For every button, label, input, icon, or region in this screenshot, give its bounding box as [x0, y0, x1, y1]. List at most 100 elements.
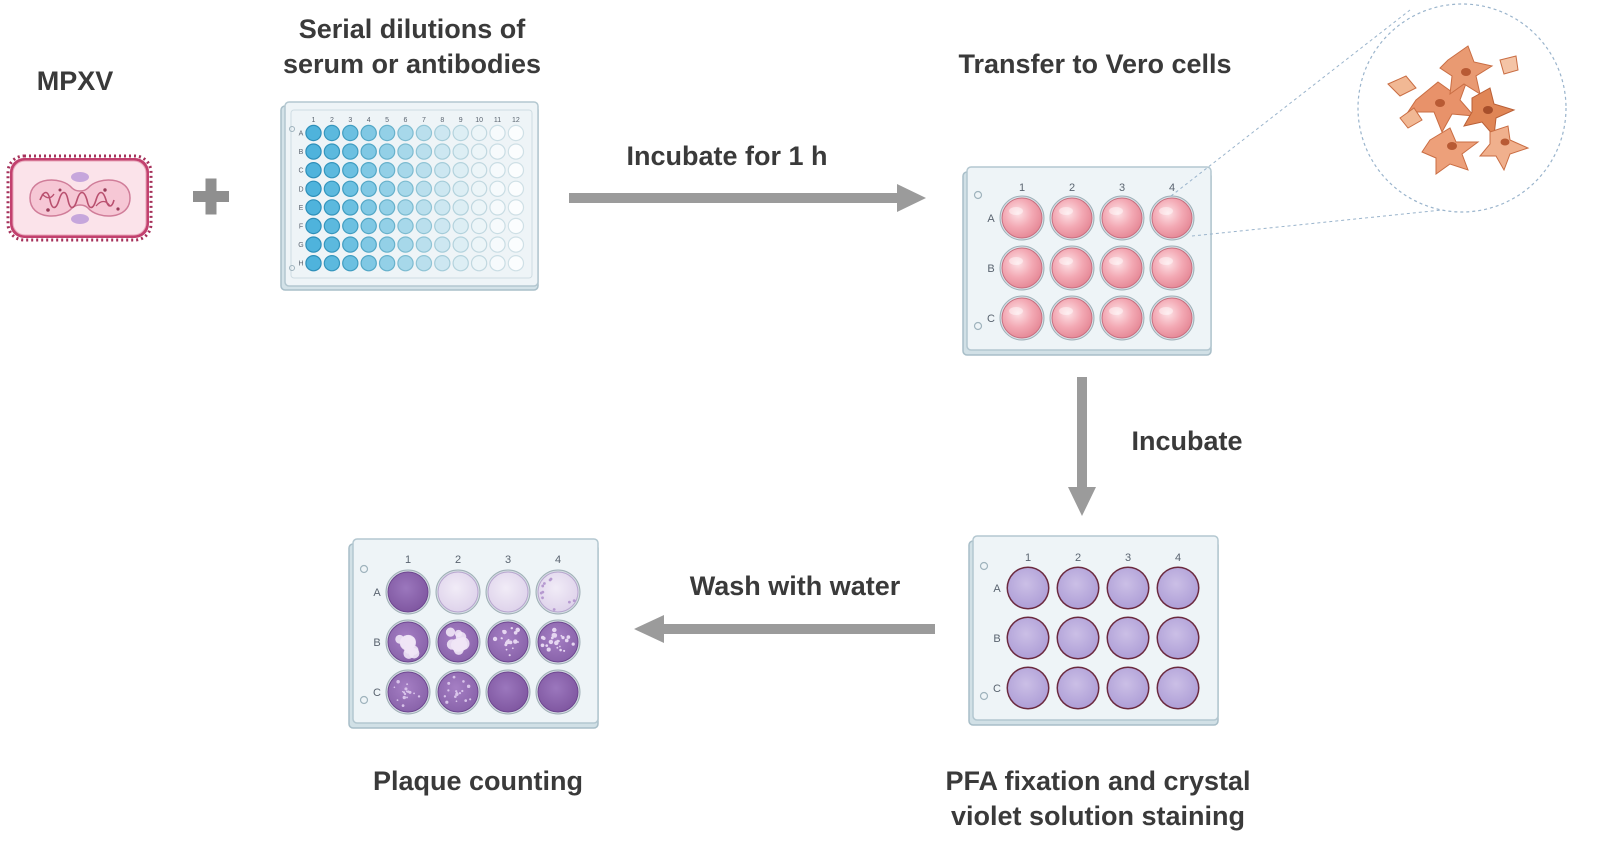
stained-well — [1006, 566, 1050, 610]
plate96-well — [323, 199, 341, 216]
plaque-well — [435, 619, 481, 665]
plate96-column-label: 11 — [494, 117, 501, 124]
plate96-well — [415, 180, 433, 197]
plate96-well — [305, 124, 322, 142]
plate96-well — [507, 161, 525, 179]
plate96-well — [507, 180, 525, 197]
plate96-well — [397, 236, 414, 253]
vero-well — [1049, 195, 1095, 241]
plate96-column-label: 4 — [367, 117, 371, 124]
plate96-row-label: A — [299, 131, 304, 138]
plaque-well — [485, 669, 531, 715]
plate96-well — [470, 161, 488, 179]
plate96-well — [434, 217, 451, 235]
vero-well — [1149, 245, 1195, 291]
plate96-well — [507, 217, 525, 235]
plate96-well — [305, 255, 322, 272]
plate96-well — [342, 255, 359, 272]
plate96-well — [434, 255, 451, 272]
incubate-1h-label: Incubate for 1 h — [626, 141, 827, 171]
serial-dilutions-label-line2: serum or antibodies — [283, 49, 541, 79]
plate96-well — [452, 161, 469, 179]
plaque-well — [535, 669, 581, 715]
plate96-well — [360, 124, 377, 142]
plate96-well — [489, 161, 506, 179]
pfa-label-line1: PFA fixation and crystal — [945, 766, 1250, 796]
plate96-well — [342, 124, 359, 142]
plate96-well — [434, 180, 451, 197]
plate96-well — [452, 124, 469, 142]
plate96-well — [489, 180, 506, 197]
plate96-well — [470, 143, 488, 160]
plate96-well — [397, 124, 414, 142]
vero-plate-row-labels: A B C — [987, 213, 995, 325]
plate96-well — [378, 199, 396, 216]
plaque-plate-row-label: C — [373, 687, 381, 699]
plate96-well — [470, 124, 488, 142]
vero-plate-column-label: 4 — [1169, 182, 1175, 194]
vero-plate-row-label: C — [987, 313, 995, 325]
plaque-plate-wells — [385, 569, 581, 715]
stained-well — [1006, 666, 1050, 710]
plate96-well — [415, 161, 433, 179]
stained-plate-row-label: B — [993, 633, 1000, 645]
plate96-well — [378, 217, 396, 235]
plate96-well — [305, 199, 322, 216]
arrow-wash — [634, 615, 935, 643]
plaque-well — [535, 619, 581, 665]
plate96-well — [323, 217, 341, 235]
plate96-well — [323, 124, 341, 142]
plate96-well — [305, 217, 322, 235]
plate96-well — [507, 255, 525, 272]
plate96-well — [415, 255, 433, 272]
plaque-well — [535, 569, 581, 615]
plate96-column-label: 10 — [475, 117, 483, 124]
plate96-well — [397, 180, 414, 197]
stained-plate-row-labels: ABC — [993, 583, 1001, 695]
plate96-well — [434, 161, 451, 179]
stained-plate-column-label: 2 — [1075, 552, 1081, 564]
plate96-well — [415, 143, 433, 160]
plate96-well — [397, 199, 414, 216]
plate96-well — [489, 143, 506, 160]
mpxv-virion-icon — [6, 154, 153, 242]
plaque-plate-column-label: 1 — [405, 554, 411, 566]
plate96-column-label: 1 — [312, 117, 316, 124]
plate96-well — [360, 199, 377, 216]
stained-well — [1056, 616, 1100, 660]
vero-plate-row-label: B — [987, 263, 994, 275]
stained-plate-column-label: 4 — [1175, 552, 1181, 564]
plate96-well — [489, 236, 506, 253]
plaque-plate-row-label: B — [373, 637, 380, 649]
stained-well — [1056, 566, 1100, 610]
plaque-plate-column-label: 2 — [455, 554, 461, 566]
vero-plate-row-label: A — [987, 213, 995, 225]
stained-well — [1156, 666, 1200, 710]
plate96-well — [323, 180, 341, 197]
plate96-well — [397, 217, 414, 235]
plate96-well — [323, 161, 341, 179]
plate96-well — [397, 143, 414, 160]
stained-plate-row-label: A — [993, 583, 1001, 595]
plate96-well — [489, 199, 506, 216]
plate96-well — [507, 236, 525, 253]
plate96-well — [489, 217, 506, 235]
plate96-row-label: H — [298, 261, 303, 268]
plate96-well — [470, 180, 488, 197]
zoom-callout — [1170, 3, 1567, 237]
plate96-row-label: E — [299, 205, 304, 212]
plate96-well — [378, 236, 396, 253]
plate96-well — [360, 143, 377, 160]
plate96-well — [378, 180, 396, 197]
plate96-well — [470, 217, 488, 235]
plate96-column-label: 9 — [459, 117, 463, 124]
plate96-well — [452, 143, 469, 160]
stained-plate-column-label: 3 — [1125, 552, 1131, 564]
plate96-row-label: G — [298, 242, 303, 249]
plate96-well — [305, 161, 322, 179]
stained-well — [1156, 616, 1200, 660]
plate96-well — [434, 124, 451, 142]
